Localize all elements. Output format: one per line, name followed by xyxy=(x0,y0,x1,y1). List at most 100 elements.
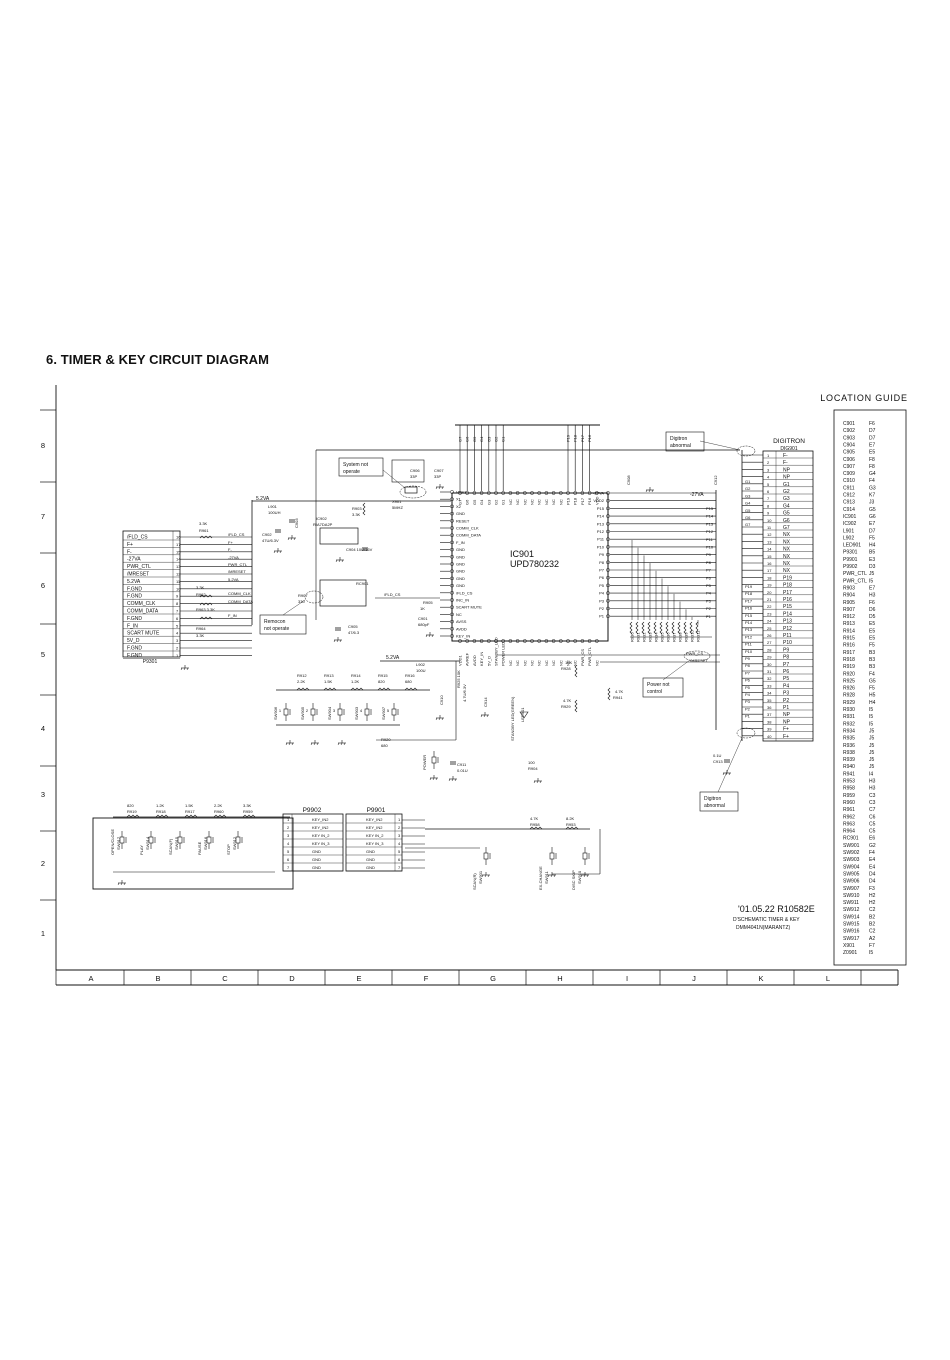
location-guide-cell: E3 xyxy=(869,557,875,563)
segment-label: P8 xyxy=(745,663,751,668)
ground-icon xyxy=(547,872,556,878)
location-guide-cell: B3 xyxy=(869,650,875,656)
location-guide-cell: J5 xyxy=(869,743,875,749)
location-guide-cell: J5 xyxy=(869,728,875,734)
digitron-pin-number: 23 xyxy=(767,611,772,616)
digitron-pin-label: NP xyxy=(783,467,791,473)
digitron-pin-number: 12 xyxy=(767,532,772,537)
p9301-pin-number: 15 xyxy=(176,549,181,554)
location-guide-cell: F5 xyxy=(869,643,875,649)
digitron-pin-number: 17 xyxy=(767,568,772,573)
digitron-pin-label: NX xyxy=(783,554,791,560)
ground-icon xyxy=(448,776,457,782)
resistor-ref: R964 xyxy=(196,626,206,631)
p9301-pin-number: 1 xyxy=(176,653,179,658)
pin xyxy=(530,639,534,643)
location-guide-ref: R964 xyxy=(843,829,855,835)
location-guide-box xyxy=(833,409,907,966)
location-guide-cell: E4 xyxy=(869,864,875,870)
digitron-pin-number: 26 xyxy=(767,633,772,638)
resistor xyxy=(653,621,657,635)
location-guide-cell: E5 xyxy=(869,450,875,456)
part-ref: R905 xyxy=(423,600,433,605)
pin xyxy=(450,518,454,523)
switch-name: SCAN(F) xyxy=(168,838,173,855)
digitron-pin-label: NP xyxy=(783,712,791,718)
pin xyxy=(606,614,610,619)
part-value: 4.7K xyxy=(615,689,624,694)
part-value: 4.7K xyxy=(563,698,572,703)
p9902-pin-number: 5 xyxy=(287,849,290,854)
pin xyxy=(494,491,498,495)
ic901-pin-label: VDD1 xyxy=(458,655,463,666)
grid-column-label: H xyxy=(557,974,562,983)
pin xyxy=(606,552,610,557)
highlight-ellipse xyxy=(736,727,756,739)
ground-tick xyxy=(180,667,183,671)
pin xyxy=(580,639,585,643)
digitron-pin-number: 28 xyxy=(767,647,772,652)
resistor xyxy=(155,814,169,818)
location-guide-ref: R913 xyxy=(843,621,855,627)
location-guide-ref: SW915 xyxy=(843,922,860,928)
resistor xyxy=(529,826,543,830)
note-text: operate xyxy=(343,469,360,475)
rc901-body xyxy=(319,579,367,607)
location-guide-ref: R941 xyxy=(843,771,855,777)
ground-tick xyxy=(276,550,279,554)
ic901-pin-label: NC xyxy=(537,499,542,505)
voltage-label: -27VA xyxy=(690,492,704,498)
location-guide-ref: SW912 xyxy=(843,907,860,913)
ic901-pin-label: SCART MUTE xyxy=(456,605,482,610)
ic901-pin-label: G6 xyxy=(465,499,470,505)
part-ref: R941 xyxy=(613,695,623,700)
ground-icon xyxy=(435,484,444,490)
pin xyxy=(450,547,454,552)
ic901-body xyxy=(451,492,609,642)
ground-icon xyxy=(480,712,489,718)
location-guide-title: LOCATION GUIDE xyxy=(820,393,908,403)
segment-label: P10 xyxy=(745,649,753,654)
ic901-pin-label: P9 xyxy=(599,552,605,557)
grid-column-label: A xyxy=(88,974,93,983)
ground-tick xyxy=(448,778,451,782)
ground-tick xyxy=(438,486,441,490)
ic901-pin-label: G7 xyxy=(458,499,463,505)
resistor xyxy=(350,687,364,691)
location-guide-cell: H4 xyxy=(869,700,876,706)
crystal-block xyxy=(391,459,425,483)
resistor-value: 1.5K xyxy=(185,803,194,808)
part-ref: RC901 xyxy=(356,581,369,586)
ic901-pin-label: AVDD xyxy=(456,626,467,631)
ground-tick xyxy=(117,882,120,886)
bus-label: P18 xyxy=(573,434,578,442)
ground-tick xyxy=(425,634,428,638)
ground-icon xyxy=(429,775,438,781)
pin xyxy=(537,491,542,495)
digitron-pin-label: P7 xyxy=(783,662,789,668)
ground-tick xyxy=(480,714,483,718)
p9301-pin-number: 3 xyxy=(176,638,179,643)
segment-label: P10 xyxy=(706,545,714,550)
segment-label: P4 xyxy=(745,692,751,697)
pin xyxy=(494,639,498,643)
location-guide-ref: R907 xyxy=(843,607,855,613)
resistor-value: 8.2K xyxy=(566,816,575,821)
ground-tick xyxy=(288,742,291,746)
location-guide-cell: C6 xyxy=(869,814,876,820)
ic901-pin-label: P4 xyxy=(599,591,605,596)
ground-tick xyxy=(486,714,489,718)
segment-label: P5 xyxy=(706,583,712,588)
digitron-pin-label: F- xyxy=(783,453,788,459)
pin xyxy=(479,639,484,643)
ground-tick xyxy=(285,742,288,746)
switch-ref: SW901 xyxy=(478,870,483,884)
pin xyxy=(530,491,534,495)
ic901-pin-label: NC xyxy=(515,660,520,666)
digitron-pin-number: 10 xyxy=(767,518,772,523)
ic901-pin-label: P11 xyxy=(597,537,605,542)
segment-label: G5 xyxy=(745,508,751,513)
p9301-pin-number: 4 xyxy=(176,631,179,636)
diagram-frame xyxy=(40,385,899,986)
